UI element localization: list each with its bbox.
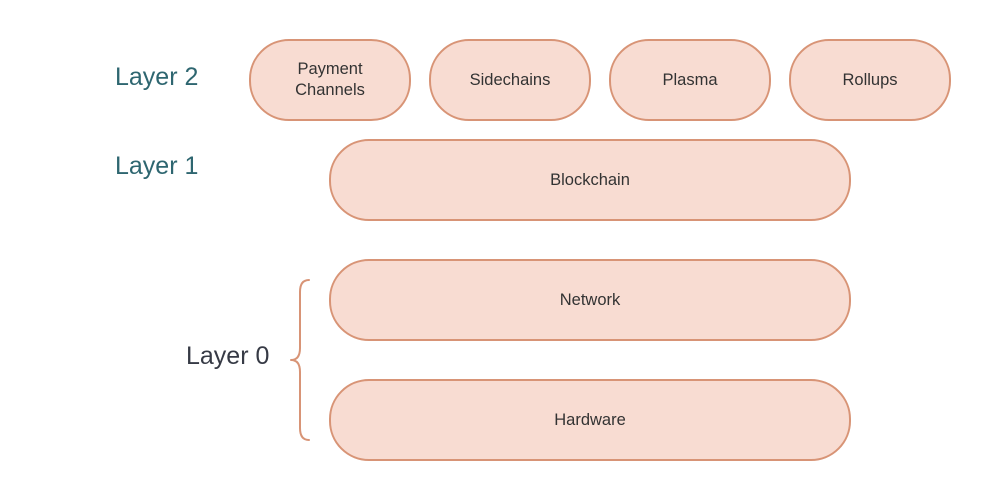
- network-node: Network: [329, 259, 851, 341]
- rollups-label: Rollups: [842, 70, 898, 89]
- plasma-label: Plasma: [662, 70, 718, 89]
- blockchain-label: Blockchain: [550, 170, 630, 189]
- hardware-node: Hardware: [329, 379, 851, 461]
- hardware-label: Hardware: [554, 410, 626, 429]
- payment-channels-node: Payment Channels: [249, 39, 411, 121]
- rollups-node: Rollups: [789, 39, 951, 121]
- blockchain-node: Blockchain: [329, 139, 851, 221]
- layer-2-label: Layer 2: [115, 63, 199, 91]
- sidechains-node: Sidechains: [429, 39, 591, 121]
- network-label: Network: [559, 290, 621, 309]
- sidechains-label: Sidechains: [469, 70, 551, 89]
- plasma-node: Plasma: [609, 39, 771, 121]
- payment-channels-label-line-2: Channels: [295, 81, 365, 99]
- payment-channels-label-line-1: Payment: [297, 60, 363, 78]
- layer-0-label: Layer 0: [186, 342, 270, 370]
- layer-1-label: Layer 1: [115, 152, 199, 180]
- layer-0-brace: [290, 279, 310, 441]
